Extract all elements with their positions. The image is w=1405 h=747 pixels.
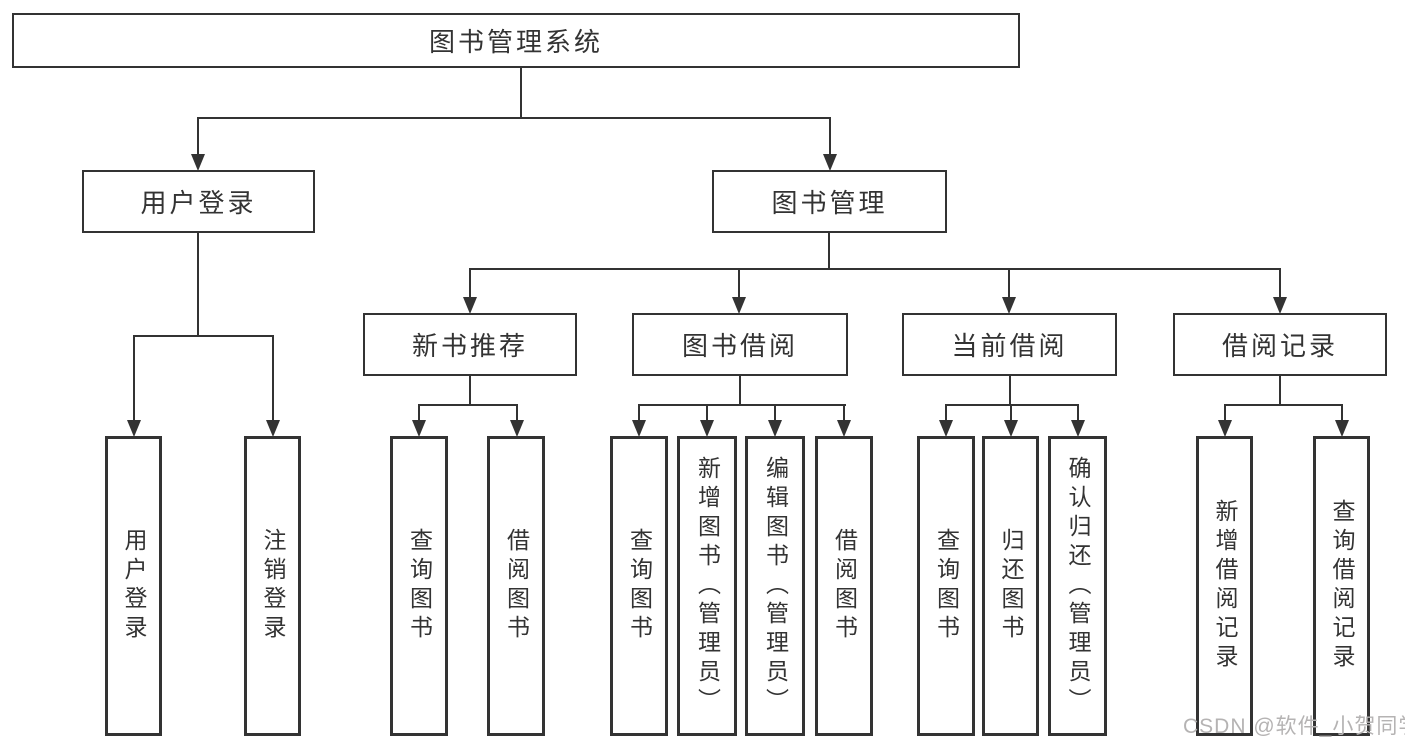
- leaf-add-books-admin: 新增图书（管理员）: [677, 436, 737, 736]
- connector-line: [1008, 268, 1010, 298]
- connector-line: [843, 404, 845, 421]
- node-borrowing-records: 借阅记录: [1173, 313, 1387, 376]
- connector-line: [638, 404, 640, 421]
- leaf-add-borrow-record: 新增借阅记录: [1196, 436, 1253, 736]
- leaf-user-login: 用户登录: [105, 436, 162, 736]
- arrowhead-down-icon: [700, 420, 714, 437]
- connector-line: [133, 335, 274, 337]
- connector-line: [1010, 404, 1012, 421]
- node-book-management: 图书管理: [712, 170, 947, 233]
- arrowhead-down-icon: [191, 154, 205, 171]
- connector-line: [469, 268, 471, 298]
- connector-line: [1341, 404, 1343, 421]
- connector-line: [706, 404, 708, 421]
- leaf-borrow-books-recommend: 借阅图书: [487, 436, 545, 736]
- arrowhead-down-icon: [127, 420, 141, 437]
- arrowhead-down-icon: [412, 420, 426, 437]
- node-new-book-recommendation: 新书推荐: [363, 313, 577, 376]
- arrowhead-down-icon: [1335, 420, 1349, 437]
- arrowhead-down-icon: [510, 420, 524, 437]
- leaf-borrow-books: 借阅图书: [815, 436, 873, 736]
- leaf-confirm-return-admin: 确认归还（管理员）: [1048, 436, 1107, 736]
- connector-line: [1224, 404, 1343, 406]
- connector-line: [738, 268, 740, 298]
- connector-line: [516, 404, 518, 421]
- connector-line: [774, 404, 776, 421]
- leaf-logout: 注销登录: [244, 436, 301, 736]
- connector-line: [945, 404, 947, 421]
- connector-line: [1279, 376, 1281, 406]
- connector-line: [469, 376, 471, 406]
- connector-line: [1077, 404, 1079, 421]
- connector-line: [945, 404, 1079, 406]
- arrowhead-down-icon: [768, 420, 782, 437]
- connector-line: [520, 68, 522, 119]
- connector-line: [272, 335, 274, 421]
- leaf-query-books-current: 查询图书: [917, 436, 975, 736]
- connector-line: [133, 335, 135, 421]
- leaf-return-books: 归还图书: [982, 436, 1039, 736]
- arrowhead-down-icon: [837, 420, 851, 437]
- arrowhead-down-icon: [463, 297, 477, 314]
- connector-line: [1224, 404, 1226, 421]
- arrowhead-down-icon: [939, 420, 953, 437]
- arrowhead-down-icon: [632, 420, 646, 437]
- node-current-borrowing: 当前借阅: [902, 313, 1117, 376]
- node-root-library-system: 图书管理系统: [12, 13, 1020, 68]
- connector-line: [739, 375, 741, 406]
- node-book-borrowing: 图书借阅: [632, 313, 848, 376]
- connector-line: [638, 404, 846, 406]
- arrowhead-down-icon: [1002, 297, 1016, 314]
- arrowhead-down-icon: [1004, 420, 1018, 437]
- connector-line: [469, 268, 1281, 270]
- arrowhead-down-icon: [1218, 420, 1232, 437]
- connector-line: [1009, 376, 1011, 406]
- connector-line: [418, 404, 518, 406]
- connector-line: [197, 117, 831, 119]
- connector-line: [1279, 268, 1281, 298]
- leaf-query-books-borrowing: 查询图书: [610, 436, 668, 736]
- watermark: CSDN @软件_小贺同学: [1183, 715, 1405, 738]
- arrowhead-down-icon: [1273, 297, 1287, 314]
- node-user-login: 用户登录: [82, 170, 315, 233]
- connector-line: [828, 233, 830, 270]
- arrowhead-down-icon: [1071, 420, 1085, 437]
- connector-line: [829, 117, 831, 155]
- arrowhead-down-icon: [266, 420, 280, 437]
- connector-line: [197, 117, 199, 155]
- connector-line: [418, 404, 420, 421]
- leaf-query-borrow-record: 查询借阅记录: [1313, 436, 1370, 736]
- connector-line: [197, 233, 199, 337]
- leaf-query-books-recommend: 查询图书: [390, 436, 448, 736]
- leaf-edit-books-admin: 编辑图书（管理员）: [745, 436, 805, 736]
- arrowhead-down-icon: [732, 297, 746, 314]
- arrowhead-down-icon: [823, 154, 837, 171]
